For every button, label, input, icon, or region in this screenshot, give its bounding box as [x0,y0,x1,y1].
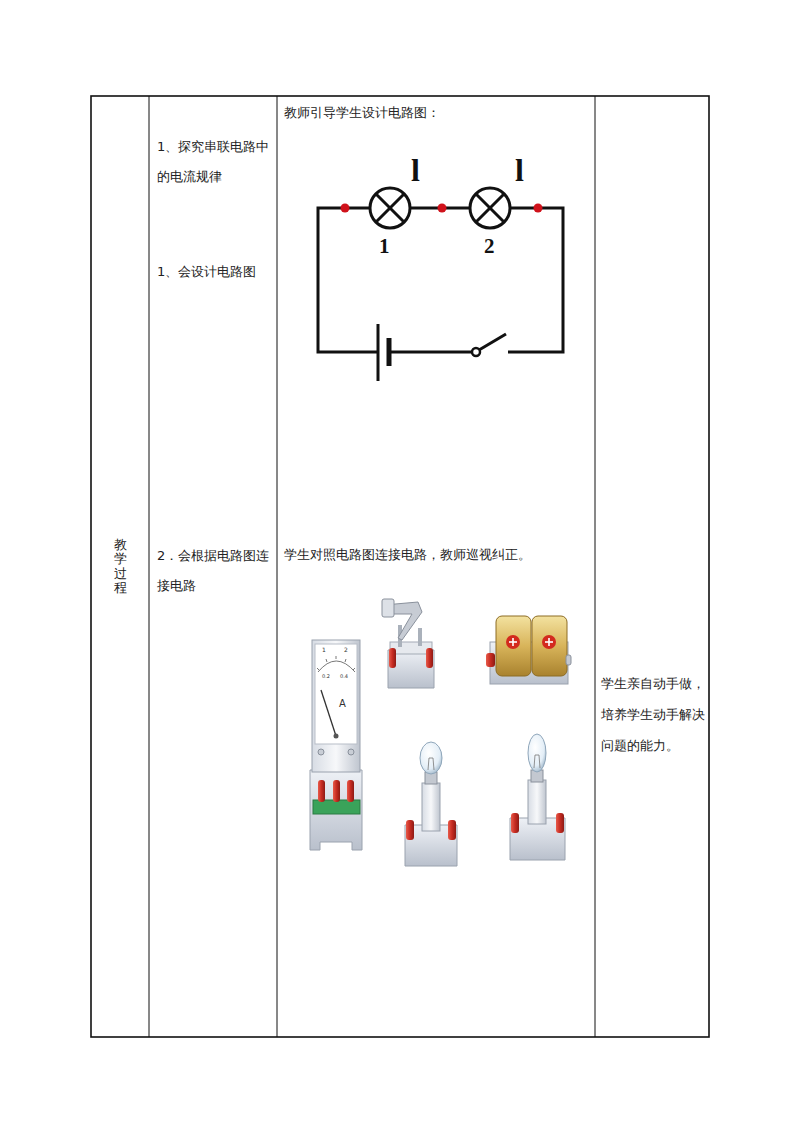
dial-number: 1 [322,647,326,653]
dial-number: 0.4 [340,674,348,679]
row-heading: 教学过程 [114,538,127,595]
dial-number: 0.2 [322,674,330,679]
battery-plate-long [377,324,380,381]
activity-text: 学生对照电路图连接电路，教师巡视纠正。 [284,546,589,564]
circuit-diagram [318,188,563,381]
objective-text: 1、探究串联电路中的电流规律 [157,132,271,192]
lamp-mark: l [411,154,420,186]
lamp-mark: l [515,154,524,186]
lamp-symbol [370,188,410,228]
unit-symbol: A [339,699,346,709]
dial-number: 2 [344,647,348,653]
intent-text: 学生亲自动手做，培养学生动手解决问题的能力。 [601,668,705,761]
bulb-picture [405,742,457,866]
lamp-number: 1 [379,236,390,257]
objective-text: 1、会设计电路图 [157,257,271,287]
battery-picture [486,616,571,684]
bulb-picture [510,734,565,860]
lamp-number: 2 [484,236,495,257]
objective-text: 2．会根据电路图连接电路 [157,541,271,601]
ammeter-picture [310,640,362,850]
lamp-symbol [470,188,510,228]
switch-blade [479,334,506,350]
table-grid [91,96,709,1037]
activity-text: 教师引导学生设计电路图： [284,104,589,122]
battery-plate-short [387,338,392,366]
switch-picture [382,599,434,688]
connection-dots [341,204,543,213]
